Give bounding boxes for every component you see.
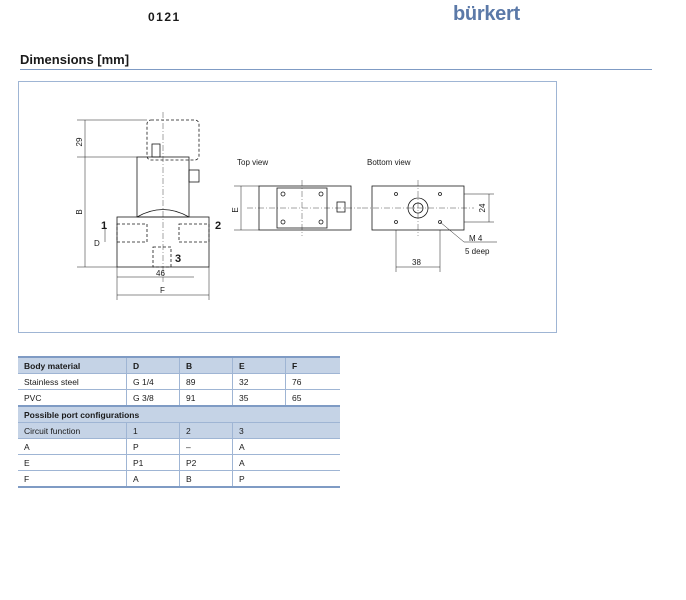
table-cell: P2 bbox=[179, 454, 233, 471]
table-cell: G 1/4 bbox=[126, 373, 180, 390]
coil-terminal bbox=[151, 143, 161, 158]
technical-drawing-svg: 29 B D 1 2 3 46 F Top view E bbox=[75, 112, 497, 300]
section-title: Dimensions [mm] bbox=[20, 52, 130, 67]
coil-screw bbox=[188, 169, 200, 183]
section-title-cell: Possible port configurations bbox=[18, 405, 340, 423]
dim-38-label: 38 bbox=[412, 258, 421, 267]
top-view-label: Top view bbox=[237, 158, 268, 167]
table-row: Stainless steel G 1/4 89 32 76 bbox=[18, 373, 340, 390]
config-header-cell: 3 bbox=[232, 422, 340, 439]
top-view-screw bbox=[336, 201, 346, 213]
table-cell: P1 bbox=[126, 454, 180, 471]
header-cell: F bbox=[285, 357, 340, 374]
mounting-hole bbox=[280, 219, 286, 225]
table-cell: A bbox=[232, 454, 340, 471]
table-cell: PVC bbox=[18, 389, 127, 407]
dimension-drawing: 29 B D 1 2 3 46 F Top view E bbox=[18, 81, 557, 333]
depth-label: 5 deep bbox=[465, 247, 490, 256]
thread-hole bbox=[438, 192, 442, 196]
table-cell: 32 bbox=[232, 373, 286, 390]
dim-f-label: F bbox=[160, 286, 165, 295]
dim-24-label: 24 bbox=[478, 203, 487, 212]
table-cell: P bbox=[126, 438, 180, 455]
dim-e-label: E bbox=[231, 207, 240, 212]
specification-table: Body material D B E F Stainless steel G … bbox=[18, 356, 340, 488]
table-row: A P – A bbox=[18, 438, 340, 455]
table-cell: – bbox=[179, 438, 233, 455]
port-3-bore bbox=[152, 246, 172, 268]
dim-b-label: B bbox=[75, 209, 84, 214]
thread-hole bbox=[438, 220, 442, 224]
dim-d-label: D bbox=[94, 239, 100, 248]
mounting-hole bbox=[280, 191, 286, 197]
table-cell: A bbox=[232, 438, 340, 455]
table-cell: 91 bbox=[179, 389, 233, 407]
top-view bbox=[234, 180, 361, 236]
config-header-cell: Circuit function bbox=[18, 422, 127, 439]
table-cell: Stainless steel bbox=[18, 373, 127, 390]
table-header-row: Body material D B E F bbox=[18, 357, 340, 374]
header-cell: E bbox=[232, 357, 286, 374]
dim-46-label: 46 bbox=[156, 269, 165, 278]
bottom-view bbox=[362, 180, 497, 272]
header-cell: Body material bbox=[18, 357, 127, 374]
port-1-bore bbox=[116, 223, 148, 243]
table-cell: E bbox=[18, 454, 127, 471]
mounting-hole bbox=[318, 219, 324, 225]
table-cell: P bbox=[232, 470, 340, 488]
port-2-bore bbox=[178, 223, 210, 243]
header-cell: B bbox=[179, 357, 233, 374]
table-section-row: Possible port configurations bbox=[18, 405, 340, 423]
port-1-label: 1 bbox=[101, 220, 107, 232]
config-header-cell: 1 bbox=[126, 422, 180, 439]
port-2-label: 2 bbox=[215, 220, 221, 232]
table-cell: 76 bbox=[285, 373, 340, 390]
bottom-view-label: Bottom view bbox=[367, 158, 411, 167]
thread-hole bbox=[394, 192, 398, 196]
side-view bbox=[77, 112, 210, 300]
table-cell: 65 bbox=[285, 389, 340, 407]
table-row: F A B P bbox=[18, 470, 340, 488]
table-cell: 89 bbox=[179, 373, 233, 390]
table-cell: A bbox=[18, 438, 127, 455]
brand-logo: bürkert bbox=[453, 3, 520, 25]
table-cell: A bbox=[126, 470, 180, 488]
mounting-hole bbox=[318, 191, 324, 197]
bonnet bbox=[136, 209, 190, 218]
config-header-cell: 2 bbox=[179, 422, 233, 439]
thread-hole bbox=[394, 220, 398, 224]
table-cell: 35 bbox=[232, 389, 286, 407]
leader-line bbox=[439, 221, 465, 243]
table-cell: F bbox=[18, 470, 127, 488]
document-code: 0121 bbox=[148, 10, 181, 24]
section-divider bbox=[20, 69, 652, 70]
header-cell: D bbox=[126, 357, 180, 374]
table-cell: B bbox=[179, 470, 233, 488]
config-header-row: Circuit function 1 2 3 bbox=[18, 422, 340, 439]
dim-29-label: 29 bbox=[75, 137, 84, 146]
port-3-label: 3 bbox=[175, 253, 181, 265]
connector-plug-outline bbox=[146, 119, 200, 161]
table-cell: G 3/8 bbox=[126, 389, 180, 407]
table-row: E P1 P2 A bbox=[18, 454, 340, 471]
table-row: PVC G 3/8 91 35 65 bbox=[18, 389, 340, 407]
thread-label: M 4 bbox=[469, 234, 483, 243]
